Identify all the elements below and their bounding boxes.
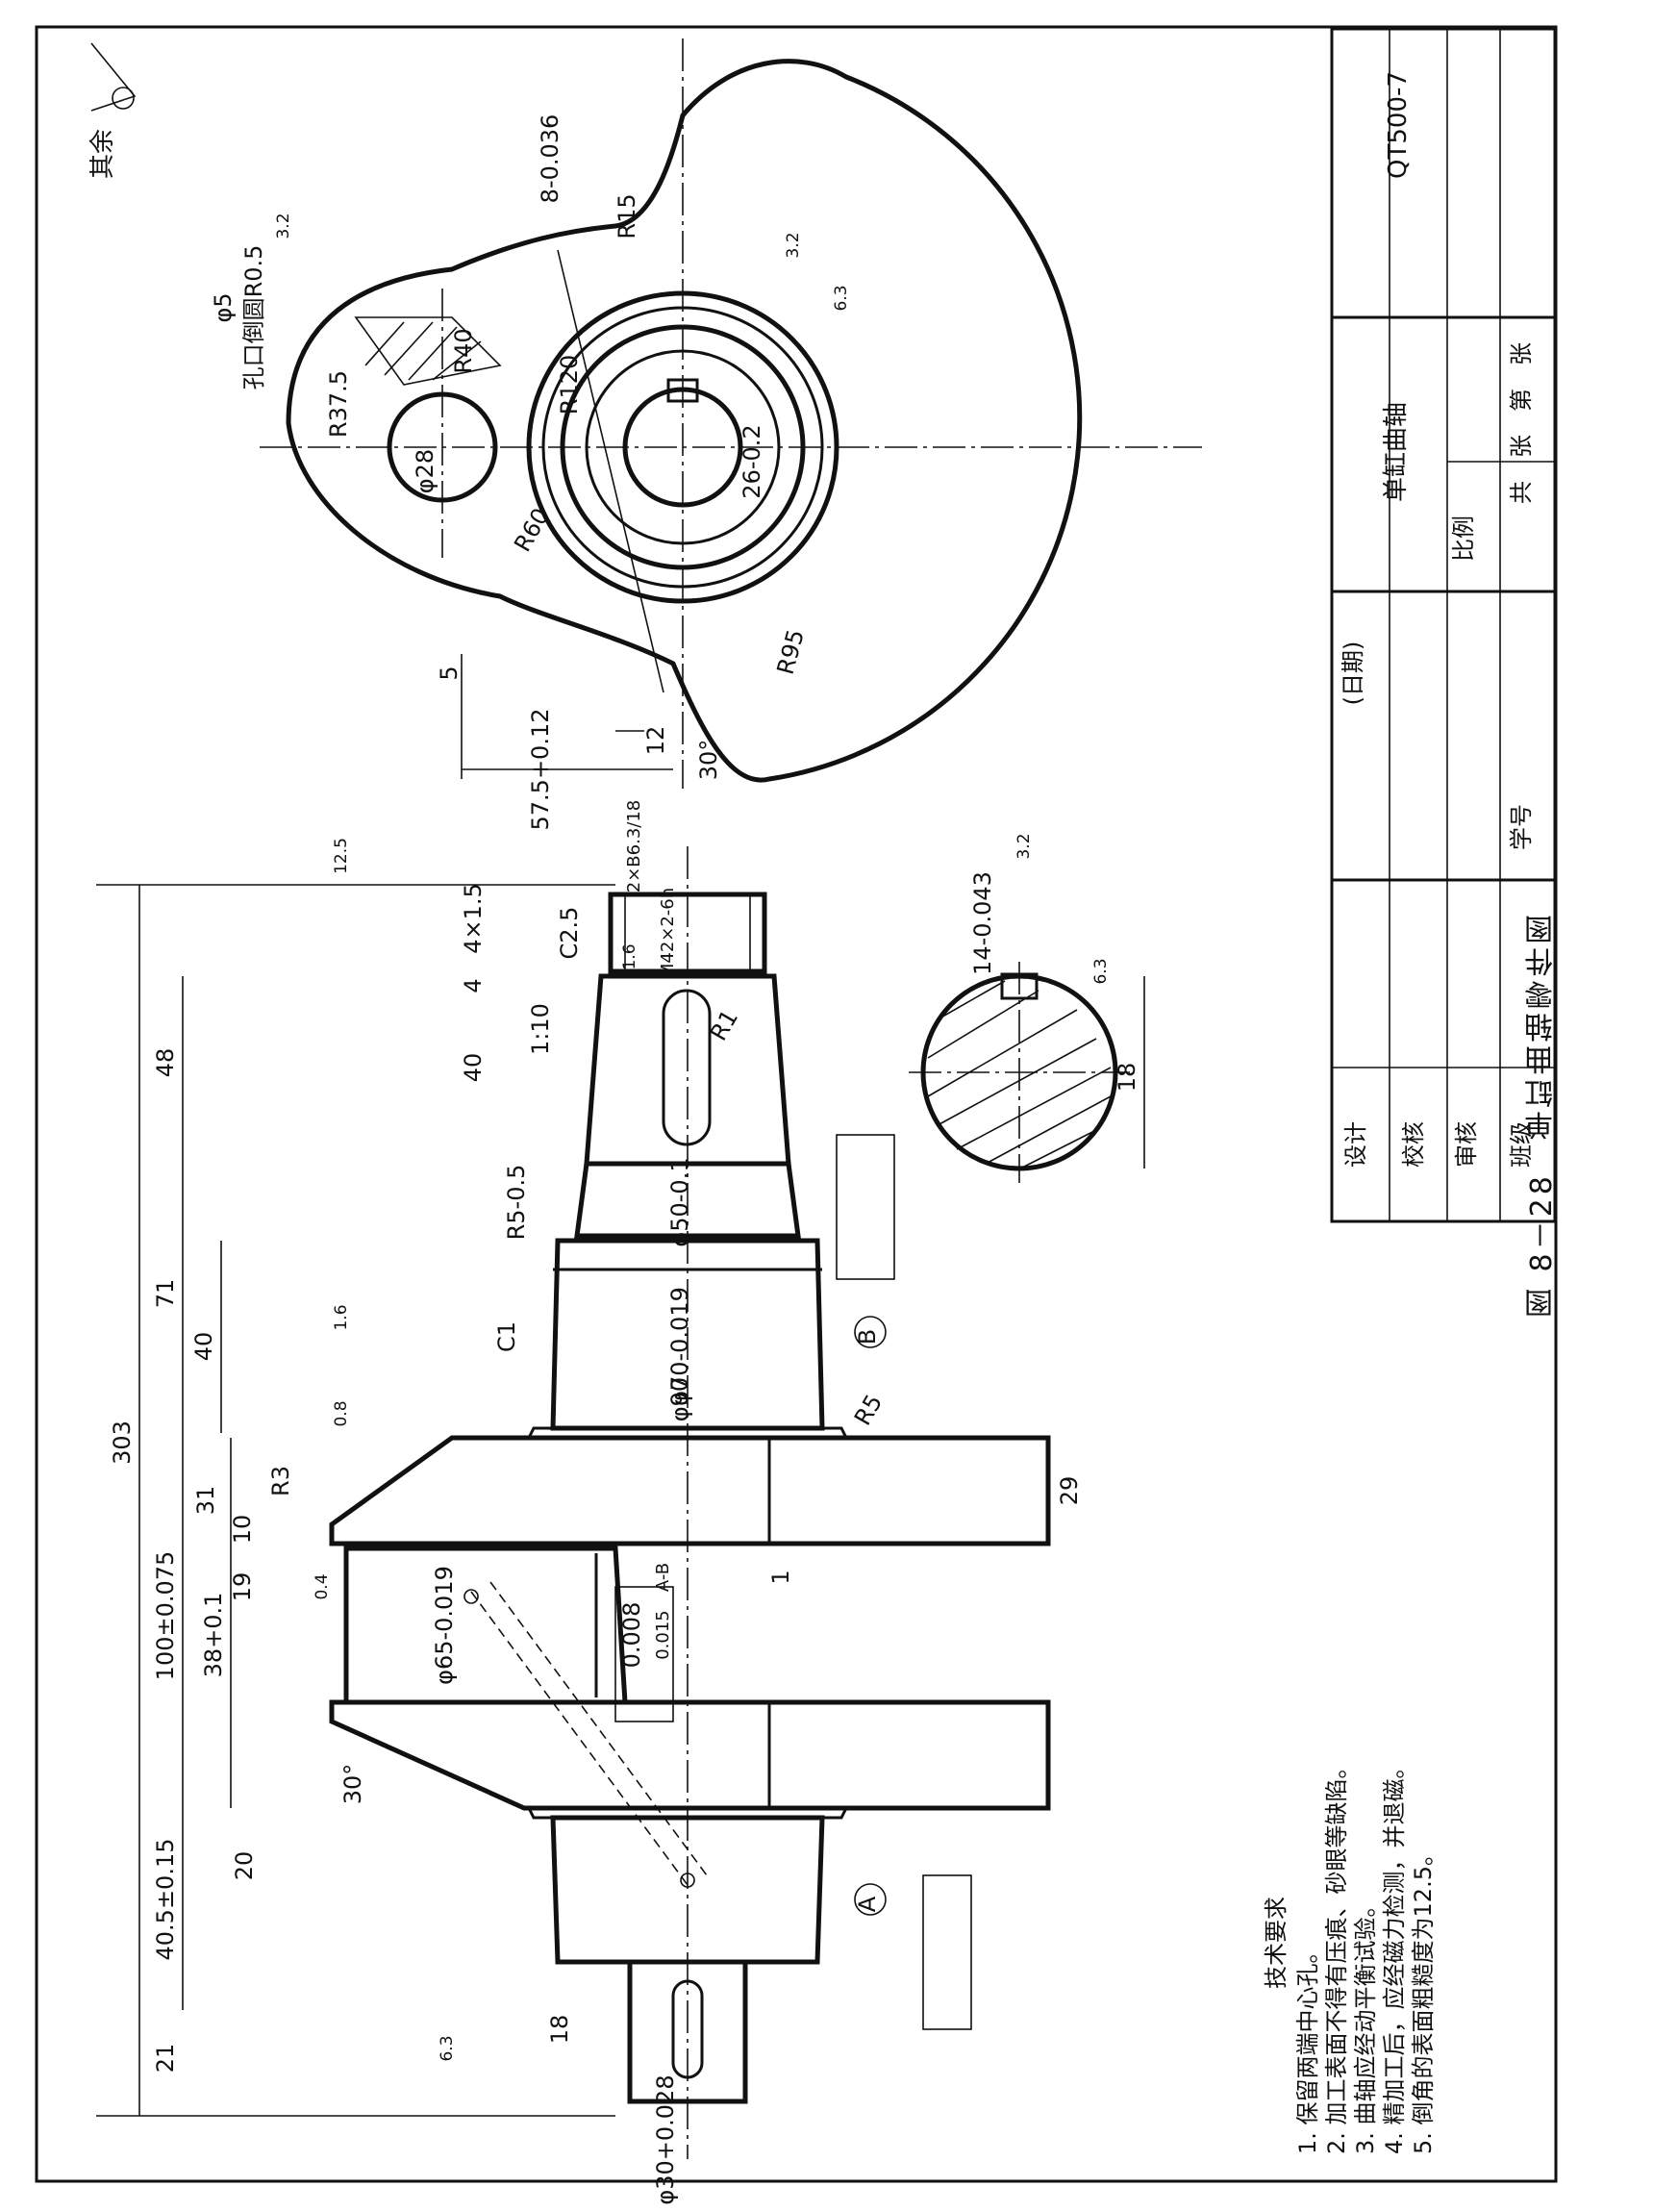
sec-rough-63: 6.3 xyxy=(1091,958,1111,984)
technical-requirements: 技术要求 1. 保留两端中心孔。 2. 加工表面不得有压痕、砂眼等缺陷。 3. … xyxy=(1263,1755,1437,2154)
fv-dim-phi70a: φ70-0.019 xyxy=(666,1287,693,1406)
tech-req-2: 2. 加工表面不得有压痕、砂眼等缺陷。 xyxy=(1323,1755,1350,2154)
tech-req-4: 4. 精加工后，应经磁力检测，并退磁。 xyxy=(1381,1755,1408,2154)
figure-caption: 图 8－28 单缸曲轴零件图 xyxy=(1525,911,1559,1318)
fv-datum-b: B xyxy=(854,1329,881,1345)
fv-dim-405: 40.5±0.15 xyxy=(152,1839,179,1961)
fv-rough-16: 1.6 xyxy=(332,1304,351,1330)
fv-dim-1: 1 xyxy=(767,1570,794,1584)
fv-dim-10: 10 xyxy=(229,1515,256,1545)
sec-dim-18: 18 xyxy=(1114,1063,1140,1093)
fv-dim-r5b: R5 xyxy=(849,1390,888,1430)
fv-dim-phi50: φ50-0.1 xyxy=(666,1157,693,1246)
fv-dim-0008: 0.008 xyxy=(618,1602,645,1669)
sv-dim-chamfer: 孔口倒圆R0.5 xyxy=(240,245,267,390)
fv-dim-40b: 40 xyxy=(460,1053,487,1083)
title-part-name: 单缸曲轴 xyxy=(1382,402,1411,502)
sv-dim-26: 26-0.2 xyxy=(739,424,765,498)
sec-rough-32: 3.2 xyxy=(1014,833,1034,859)
fv-dim-38: 38+0.1 xyxy=(200,1593,227,1678)
fv-dim-21: 21 xyxy=(152,2044,179,2074)
title-material: QT500-7 xyxy=(1384,71,1413,179)
fv-dim-40a: 40 xyxy=(190,1332,217,1362)
title-review: 审核 xyxy=(1453,1121,1480,1168)
fv-dim-20: 20 xyxy=(231,1851,258,1881)
crank-side-view: 8-0.036 R15 3.2 3.2 6.3 φ5 孔口倒圆R0.5 R37.… xyxy=(210,38,1202,892)
other-roughness-label: 其余 xyxy=(88,129,117,179)
sv-dim-30deg: 30° xyxy=(695,740,722,781)
tech-req-1: 1. 保留两端中心孔。 xyxy=(1294,1940,1321,2154)
fv-rough-08: 0.8 xyxy=(332,1400,351,1426)
sv-dim-r15: R15 xyxy=(614,193,640,239)
fv-dim-48: 48 xyxy=(152,1048,179,1078)
fv-dim-31: 31 xyxy=(192,1486,219,1516)
sv-dim-r40: R40 xyxy=(450,328,477,373)
keyway-section: 14-0.043 3.2 6.3 18 xyxy=(909,833,1145,1183)
sv-dim-r60: R60 xyxy=(509,504,555,557)
title-class: 班级 xyxy=(1508,1121,1535,1168)
fv-dim-thread: M42×2-6h xyxy=(658,888,678,978)
title-sheets: 共 张 第 张 xyxy=(1508,342,1535,504)
fv-rough-63: 6.3 xyxy=(438,2035,457,2061)
fv-dim-71: 71 xyxy=(152,1279,179,1309)
fv-dim-4: 4 xyxy=(460,978,487,993)
shaft-front-view: 303 100±0.075 40.5±0.15 21 48 71 40 31 1… xyxy=(96,838,1083,2205)
fv-rough-16a: 1.6 xyxy=(620,943,639,969)
fv-dim-303: 303 xyxy=(109,1420,136,1465)
title-design: 设计 xyxy=(1342,1121,1369,1168)
fv-dim-r5a: R5-0.5 xyxy=(503,1165,530,1241)
fv-dim-r3: R3 xyxy=(267,1466,294,1496)
fv-rough-125: 12.5 xyxy=(332,838,351,874)
fv-dim-c1: C1 xyxy=(493,1321,520,1352)
sv-dim-r95: R95 xyxy=(772,627,810,678)
fv-dim-taper: 1:10 xyxy=(527,1003,554,1055)
sv-dim-center-hole: 2×B6.3/18 xyxy=(624,800,644,892)
fv-dim-4x15: 4×1.5 xyxy=(460,883,487,954)
sv-dim-phi28: φ28 xyxy=(412,449,438,493)
tech-req-title: 技术要求 xyxy=(1263,1897,1290,1989)
sv-rough-32a: 3.2 xyxy=(274,213,293,239)
fv-dim-19: 19 xyxy=(229,1572,256,1602)
title-student-no: 学号 xyxy=(1508,804,1535,850)
fv-dim-phi90a: φ90 xyxy=(666,1377,693,1421)
title-date: (日期) xyxy=(1340,641,1366,706)
fv-dim-0015: 0.015 xyxy=(653,1610,673,1660)
fv-dim-phi30: φ30+0.028 xyxy=(652,2074,679,2204)
sv-rough-63: 6.3 xyxy=(832,285,851,311)
sv-dim-phi5: φ5 xyxy=(210,292,237,322)
other-roughness-symbol: 其余 xyxy=(88,42,137,179)
title-check: 校核 xyxy=(1400,1121,1427,1168)
sv-rough-32b: 3.2 xyxy=(784,232,803,258)
sv-dim-r120: R120 xyxy=(556,355,583,415)
sv-dim-8: 8-0.036 xyxy=(537,114,564,204)
tech-req-5: 5. 倒角的表面粗糙度为12.5。 xyxy=(1410,1843,1437,2154)
sv-dim-12: 12 xyxy=(642,726,669,756)
sec-dim-14: 14-0.043 xyxy=(969,871,996,975)
sv-dim-5: 5 xyxy=(436,666,463,680)
fv-datum-a: A xyxy=(854,1896,881,1912)
fv-dim-30deg: 30° xyxy=(339,1764,366,1805)
fv-dim-100: 100±0.075 xyxy=(152,1551,179,1681)
fv-dim-c25: C2.5 xyxy=(556,907,583,960)
fv-rough-04: 0.4 xyxy=(313,1573,332,1599)
sv-dim-r375: R37.5 xyxy=(325,370,352,438)
title-block: QT500-7 单缸曲轴 (日期) 比例 共 张 第 张 设计 校核 审核 班级… xyxy=(1330,27,1557,1223)
fv-dim-18: 18 xyxy=(546,2015,573,2045)
title-scale: 比例 xyxy=(1450,515,1477,562)
tech-req-3: 3. 曲轴应经动平衡试验。 xyxy=(1352,1894,1379,2154)
fv-dim-ab: A-B xyxy=(653,1563,673,1592)
fv-dim-phi65: φ65-0.019 xyxy=(431,1566,458,1685)
fv-dim-29a: 29 xyxy=(1056,1476,1083,1506)
